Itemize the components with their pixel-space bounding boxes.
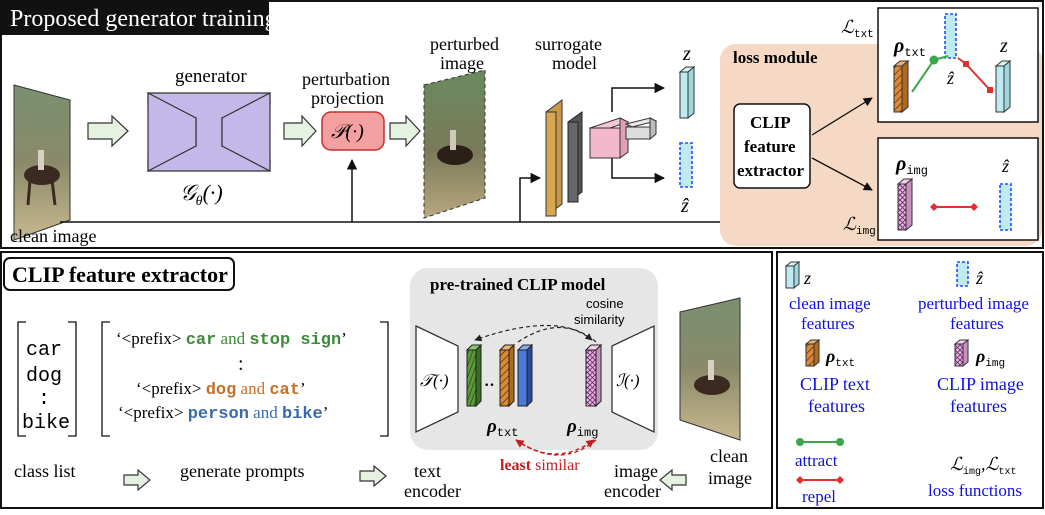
image-feature-bar: ρimg [566,343,603,440]
rho-img-label: ρimg [895,153,928,178]
perturbed-label-2: image [440,53,484,73]
legend-loss-functions-label: loss functions [928,481,1022,500]
zhat-label: ẑ [680,195,689,217]
legend-z: z clean image features [784,260,871,333]
fat-arrow [389,114,421,148]
legend-clean-features-2: features [801,314,855,333]
image-encoder-shape [611,324,655,434]
least-similar-label: least similar [500,457,580,474]
legend-attract: attract [795,438,844,470]
class-item-dog: dog [26,365,62,388]
perturbed-label-1: perturbed [430,34,499,54]
clip-extractor-panel: CLIP feature extractor car dog : bike ‘<… [0,251,773,509]
projection-func: 𝒫(·) [331,121,364,143]
top-title-bg [1,1,269,35]
legend-z-label: z [803,268,811,288]
class-item-car: car [26,339,62,362]
prompt-3: ‘<prefix> person and bike’ [118,403,328,424]
legend-clip-text-2: features [808,396,865,416]
clean-image-bottom [679,297,741,441]
legend-loss-functions: ℒimg,ℒtxt loss functions [928,454,1022,500]
loss-txt-label: ℒtxt [841,17,874,41]
projection-block: perturbation projection 𝒫(·) [302,69,390,151]
clip-extractor-box[interactable] [733,103,811,189]
image-encoder-func: ℐ(·) [616,371,640,390]
clip-model-title: pre-trained CLIP model [430,275,606,294]
clip-extractor-2: feature [744,137,796,156]
rho-img-bottom: ρimg [566,416,598,440]
fat-arrow [283,114,317,148]
legend-clean-features-1: clean image [789,294,871,313]
rho-txt-label: ρtxt [893,35,926,60]
clean-label-2: image [708,468,752,488]
clean-image-input [13,84,71,241]
legend-rho-txt: ρtxt CLIP text features [800,338,870,416]
text-encoder-label-2: encoder [404,481,461,501]
legend-panel: z clean image features ẑ perturbed image… [776,251,1044,509]
legend-rho-img: ρimg CLIP image features [937,338,1024,416]
text-feature-bars: ·· ρtxt [465,343,534,440]
legend-loss-symbols: ℒimg,ℒtxt [950,454,1016,478]
text-encoder-func: 𝒯(·) [420,371,449,390]
zhat-feature: ẑ [679,142,693,217]
fat-arrow [87,114,129,148]
clean-image-label: clean image [10,226,96,246]
z-feature: z [678,43,696,120]
fat-arrow [359,464,387,488]
prompt-dots: : [238,353,244,375]
cosine-label-2: similarity [574,312,625,327]
surrogate-model: surrogate model [535,34,658,217]
prompt-2: ‘<prefix> dog and cat’ [136,379,306,400]
legend-perturbed-features-2: features [950,314,1004,333]
rho-txt-bottom: ρtxt [486,416,518,440]
surrogate-label-2: model [552,53,597,73]
fat-arrow [123,468,151,492]
loss-module: loss module CLIP feature extractor ℒtxt … [720,7,1042,246]
legend-clip-image-1: CLIP image [937,374,1024,394]
legend-zhat: ẑ perturbed image features [918,261,1029,333]
z-txt-label: z [999,35,1008,57]
class-item-bike: bike [22,412,70,435]
clip-extractor-title: CLIP feature extractor [12,262,228,287]
image-encoder-label-1: image [614,461,658,481]
loss-module-label: loss module [733,48,818,67]
image-encoder-label-2: encoder [604,481,661,501]
legend-perturbed-features-1: perturbed image [918,294,1029,313]
generate-prompts-label: generate prompts [180,461,304,481]
text-encoder-shape [415,324,459,434]
fat-arrow-left [659,468,687,492]
generator-block: generator 𝒢θ(·) [147,66,271,209]
generator-label: generator [175,66,247,87]
top-panel: Proposed generator training generator 𝒢θ… [0,0,1044,249]
z-label: z [682,43,691,65]
projection-label-1: perturbation [302,69,390,89]
top-title: Proposed generator training [10,6,277,32]
text-encoder-label-1: text [414,461,441,481]
zhat-txt-label: ẑ [946,68,955,88]
class-list-label: class list [14,461,76,481]
legend-attract-label: attract [795,451,838,470]
generator-func: 𝒢θ(·) [180,180,223,209]
zhat-img-label: ẑ [1001,156,1010,176]
feature-dots: ·· [484,377,495,394]
perturbed-image: perturbed image [423,34,499,219]
cosine-label-1: cosine [586,296,624,311]
clean-label-1: clean [710,446,748,466]
class-item-dots: : [38,388,50,411]
clip-extractor-1: CLIP [750,113,791,132]
legend-rho-img-label: ρimg [975,346,1005,370]
legend-repel-label: repel [802,487,836,506]
clip-extractor-3: extractor [737,161,804,180]
projection-label-2: projection [311,88,384,108]
legend-clip-text-1: CLIP text [800,374,870,394]
legend-zhat-label: ẑ [975,268,984,288]
loss-img-label: ℒimg [843,214,876,238]
legend-rho-txt-label: ρtxt [825,346,855,370]
legend-clip-image-2: features [950,396,1007,416]
legend-repel: repel [796,476,844,506]
surrogate-label-1: surrogate [535,34,602,54]
prompt-1: ‘<prefix> car and stop sign’ [116,329,347,350]
